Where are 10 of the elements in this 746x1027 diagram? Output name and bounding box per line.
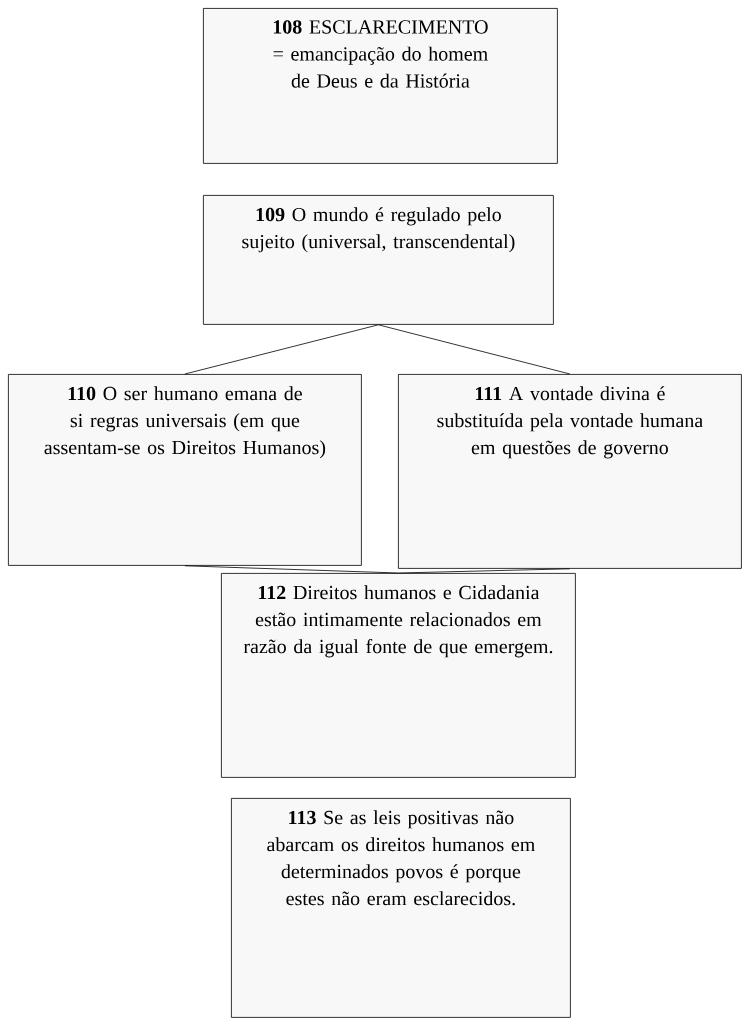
text-box: 109 O mundo é regulado pelo sujeito (universal, transcendental) <box>203 195 554 325</box>
connector-line <box>184 324 379 375</box>
connector-line <box>184 565 399 574</box>
text-box: 112 Direitos humanos e Cidadania estão intimamente relacionados em razão da igual fonte de que emergem. <box>221 573 576 778</box>
connector-line <box>398 568 571 574</box>
text-box: 111 A vontade divina é substituída pela vontade humana em questões de governo <box>398 374 742 569</box>
text-box: 110 O ser humano emana de si regras universais (em que assentam-se os Direitos Humanos) <box>8 374 362 566</box>
connector-line <box>378 324 571 375</box>
text-box: 108 ESCLARECIMENTO = emancipação do homem de Deus e da História <box>203 8 558 164</box>
text-box: 113 Se as leis positivas não abarcam os direitos humanos em determinados povos é porque estes não eram esclarecidos. <box>231 798 571 1018</box>
